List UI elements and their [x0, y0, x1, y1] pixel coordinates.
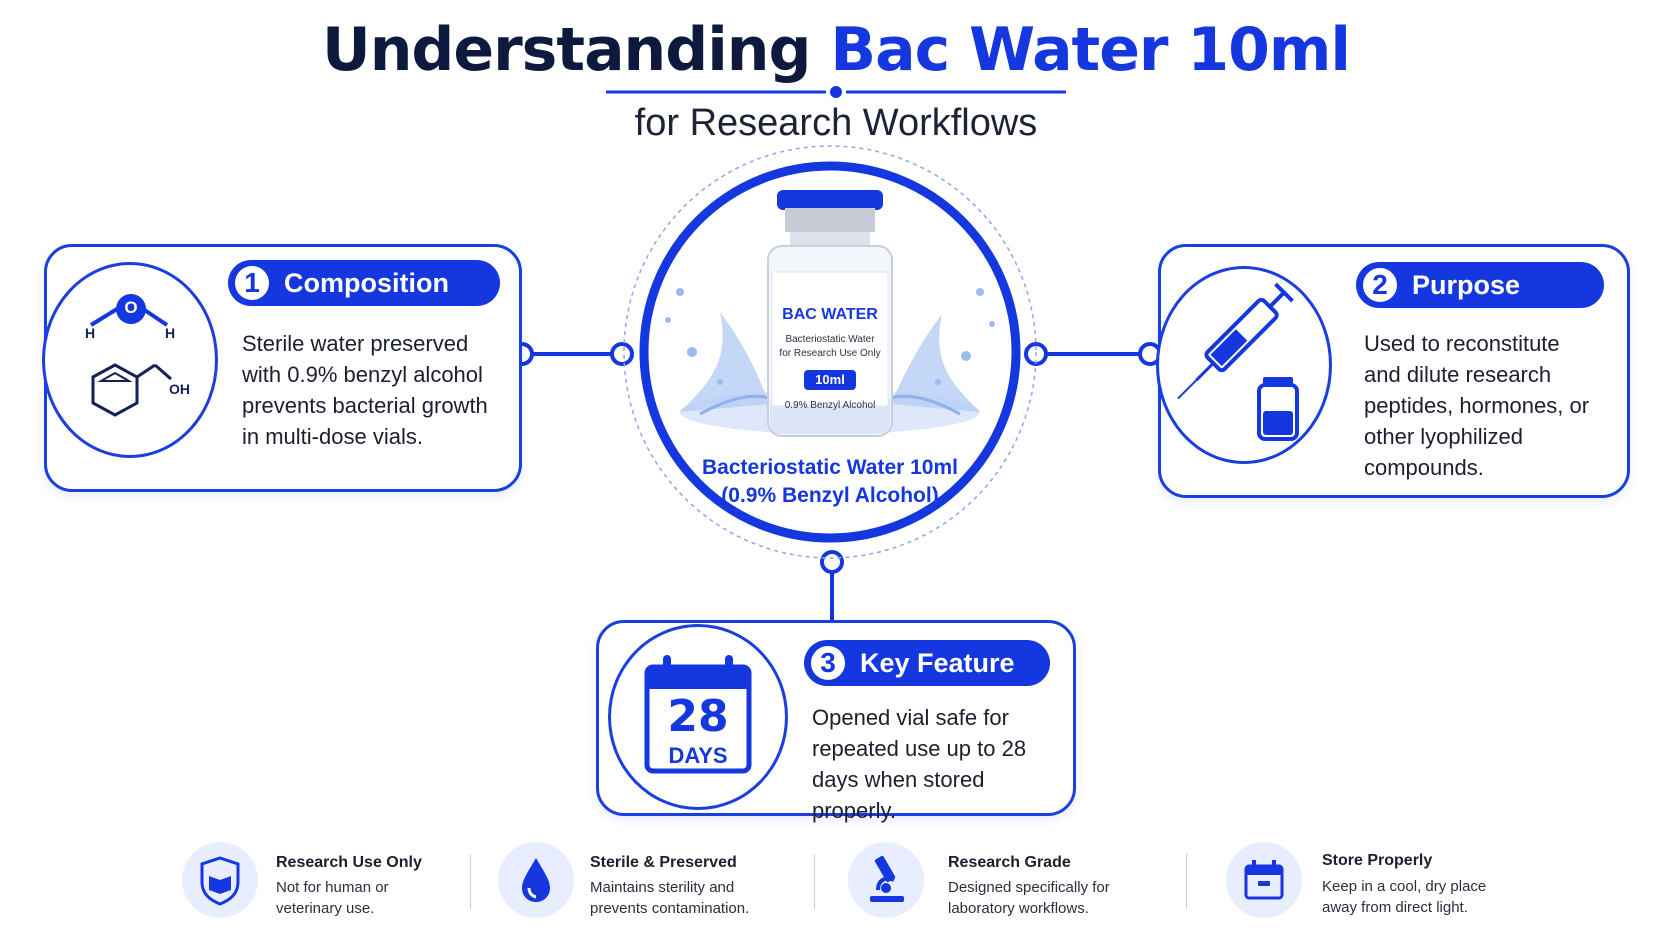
purpose-description: Used to reconstitute and dilute research…	[1364, 331, 1590, 480]
footer-description: Not for human or veterinary use.	[276, 879, 389, 917]
molecule-icon	[89, 294, 172, 417]
footer-description: Designed specifically for laboratory wor…	[948, 879, 1110, 917]
calendar-number: 28	[667, 691, 729, 742]
molecule-h2-label: H	[165, 325, 176, 341]
molecule-o-label: O	[124, 298, 138, 317]
composition-label-pill: 1 Composition	[228, 260, 500, 306]
microscope-icon	[848, 842, 924, 918]
molecule-h1-label: H	[85, 325, 96, 341]
footer-title: Sterile & Preserved	[590, 854, 737, 871]
footer-description: Maintains sterility and prevents contami…	[590, 879, 750, 917]
calendar-icon	[644, 655, 752, 774]
center-caption-line2: (0.9% Benzyl Alcohol)	[721, 484, 939, 507]
vial-footer-text: 0.9% Benzyl Alcohol	[784, 400, 876, 411]
page-title: Understanding Bac Water 10ml	[322, 15, 1351, 85]
page-subtitle: for Research Workflows	[634, 102, 1038, 144]
water-drop-icon	[498, 842, 574, 918]
vial-illustration	[623, 145, 1037, 559]
vial-label-line1: Bacteriostatic Water	[785, 334, 875, 345]
vial-label-line2: for Research Use Only	[779, 348, 881, 359]
shield-book-icon	[182, 842, 258, 918]
key-feature-label-pill: 3 Key Feature	[804, 640, 1050, 686]
composition-number: 1	[232, 263, 272, 303]
composition-description: Sterile water preserved with 0.9% benzyl…	[242, 331, 488, 449]
footer-separator	[1186, 854, 1187, 909]
vial-volume-badge: 10ml	[804, 370, 856, 390]
calendar-unit: DAYS	[668, 743, 728, 768]
purpose-label: Purpose	[1412, 270, 1521, 300]
key-feature-icon-circle: 28 DAYS	[608, 624, 788, 810]
purpose-number: 2	[1360, 265, 1400, 305]
footer-separator	[470, 854, 471, 909]
footer-separator	[814, 854, 815, 909]
footer-description: Keep in a cool, dry place away from dire…	[1322, 878, 1487, 916]
center-caption-line1: Bacteriostatic Water 10ml	[702, 456, 958, 479]
footer-title: Research Grade	[948, 854, 1071, 871]
footer-title: Research Use Only	[276, 854, 422, 871]
composition-label: Composition	[284, 268, 449, 298]
purpose-label-pill: 2 Purpose	[1356, 262, 1604, 308]
molecule-oh-label: OH	[169, 381, 190, 397]
composition-icon-circle: O H H OH	[42, 262, 218, 458]
vial-brand: BAC WATER	[782, 306, 878, 323]
purpose-icon-circle	[1156, 266, 1332, 464]
key-feature-description: Opened vial safe for repeated use up to …	[812, 705, 1027, 823]
key-feature-number: 3	[808, 643, 848, 683]
footer-title: Store Properly	[1322, 852, 1433, 869]
center-hero: BAC WATER Bacteriostatic Water for Resea…	[620, 142, 1040, 562]
key-feature-label: Key Feature	[860, 648, 1015, 678]
syringe-vial-icon	[1177, 282, 1299, 441]
storage-box-icon	[1226, 842, 1302, 918]
